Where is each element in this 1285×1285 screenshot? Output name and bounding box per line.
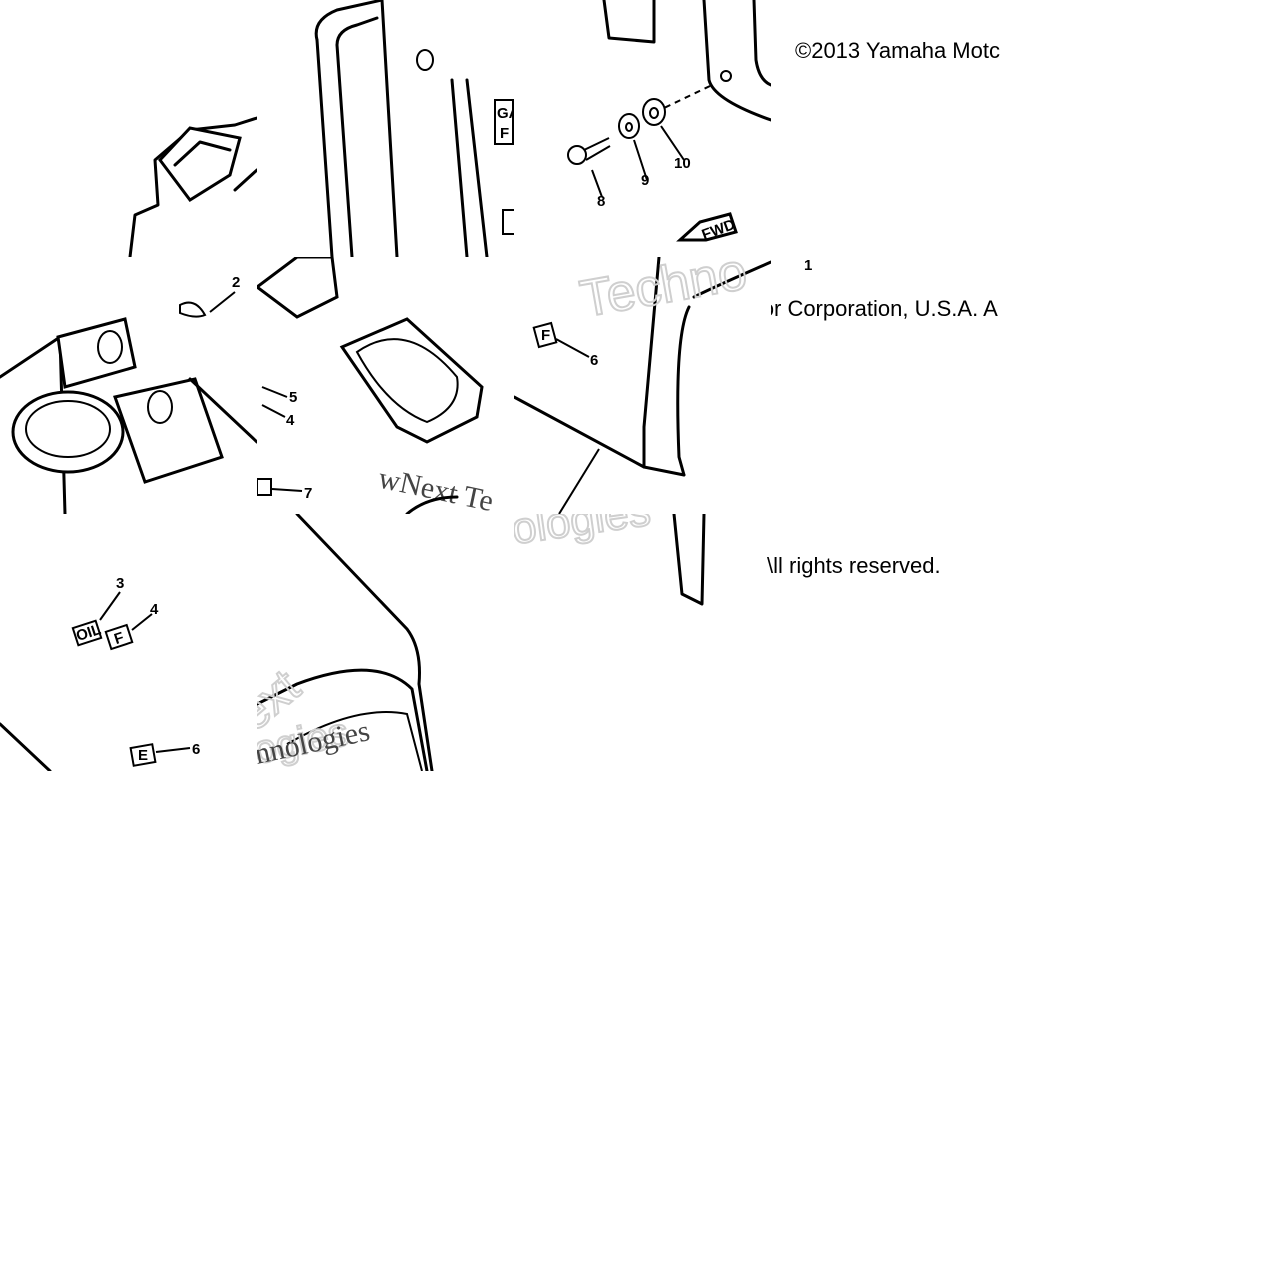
oil-label: OIL (74, 621, 103, 645)
diagram-tile-r3c3: ologies (514, 514, 771, 614)
callout-9: 9 (641, 172, 649, 189)
panel-label-drawing: F 6 Techno (514, 257, 771, 514)
callout-1-label: 1 (804, 257, 812, 274)
f-label-3: F (112, 629, 126, 648)
callout-3: 3 (116, 575, 124, 592)
watermark-1: Techno (576, 257, 751, 329)
callout-10: 10 (674, 155, 691, 172)
callout-6-a: 6 (590, 352, 598, 369)
diagram-tile-r3c1: OIL 3 F 4 E 6 (0, 514, 257, 771)
diagram-tile-r1c1 (0, 0, 257, 257)
diagram-tile-r2c2: 5 4 7 wNext Te (257, 257, 514, 514)
indicator-labels-drawing: OIL 3 F 4 E 6 (0, 575, 200, 771)
callout-2: 2 (232, 274, 240, 291)
callout-4-b: 4 (150, 601, 159, 618)
diagram-tile-r2c3: F 6 Techno (514, 257, 771, 514)
callout-1: 1 (804, 257, 812, 274)
console-top-drawing (128, 116, 257, 257)
f-label-small: F (500, 125, 509, 142)
gauge-housing-drawing: 2 (0, 274, 257, 514)
diagram-tile-r2c1: 2 (0, 257, 257, 514)
panel-bottom-drawing: ologies (514, 514, 706, 606)
diagram-tile-r3c2: ext ogies nnologies (257, 514, 514, 771)
callout-6-b: 6 (192, 741, 200, 758)
side-panel-drawing: GAS F (314, 0, 514, 257)
copyright-part-3: \ll rights reserved. (767, 553, 941, 578)
watermark-2: wNext Te (376, 462, 497, 514)
copyright-part-2: ɔr Corporation, U.S.A. A (763, 296, 998, 321)
e-label: E (138, 747, 148, 764)
f-label-2: F (541, 327, 550, 344)
watermark-3: ologies (514, 514, 653, 554)
callout-8: 8 (597, 193, 605, 210)
copyright-part-1: ©2013 Yamaha Motc (795, 38, 1000, 63)
callout-5: 5 (289, 389, 297, 406)
gas-label: GAS (497, 105, 514, 122)
console-edge-drawing: ext ogies nnologies (257, 514, 434, 771)
callout-4-a: 4 (286, 412, 295, 429)
diagram-tile-r1c3: 8 9 10 FWD (514, 0, 771, 257)
callout-7: 7 (304, 485, 312, 502)
fuel-cap-area-drawing: 5 4 7 wNext Te (257, 257, 497, 514)
fastener-drawing: 8 9 10 FWD (567, 0, 771, 244)
diagram-tile-r1c2: GAS F (257, 0, 514, 257)
